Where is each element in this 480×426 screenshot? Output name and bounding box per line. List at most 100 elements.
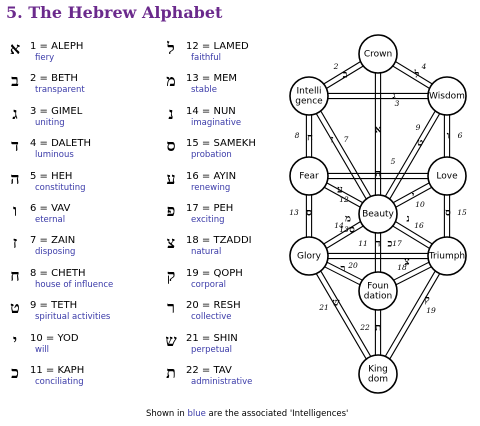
sephira-label: dation bbox=[364, 292, 392, 302]
letter-name: 5 = HEH bbox=[30, 170, 73, 182]
sephira-label: Glory bbox=[297, 252, 322, 262]
path-number: 17 bbox=[392, 239, 402, 248]
letter-intelligence: constituting bbox=[35, 182, 86, 193]
hebrew-letter-glyph: ק bbox=[166, 265, 176, 285]
hebrew-letter-glyph: ר bbox=[167, 298, 175, 318]
letter-name: 15 = SAMEKH bbox=[186, 138, 256, 150]
sephira-label: Foun bbox=[367, 282, 389, 292]
tree-path-line bbox=[306, 97, 377, 216]
path-hebrew-letter: ל bbox=[414, 69, 420, 81]
hebrew-letter-glyph: פ bbox=[166, 201, 176, 220]
hebrew-letter-glyph: ש bbox=[165, 330, 177, 350]
sephira-node-wisdom: Wisdom bbox=[427, 76, 467, 116]
path-number: 18 bbox=[397, 263, 407, 272]
path-number: 16 bbox=[414, 221, 424, 230]
path-hebrew-letter: ח bbox=[307, 133, 313, 144]
letter-intelligence: luminous bbox=[35, 150, 74, 161]
sephira-node-fear: Fear bbox=[289, 156, 329, 196]
path-hebrew-letter: מ bbox=[345, 214, 351, 225]
letter-name: 7 = ZAIN bbox=[30, 235, 76, 247]
footnote: Shown in blue are the associated 'Intell… bbox=[146, 409, 348, 419]
sephira-node-triumph: Triumph bbox=[427, 236, 467, 276]
path-number: 5 bbox=[391, 157, 396, 166]
letter-intelligence: transparent bbox=[35, 85, 85, 96]
path-number: 22 bbox=[359, 323, 370, 332]
sephira-node-glory: Glory bbox=[289, 236, 329, 276]
hebrew-letter-glyph: כ bbox=[11, 363, 19, 382]
hebrew-letter-glyph: ט bbox=[10, 298, 20, 318]
letter-name: 17 = PEH bbox=[186, 203, 234, 214]
sephira-circle bbox=[289, 156, 329, 196]
sephira-label: gence bbox=[295, 97, 323, 107]
path-number: 13 bbox=[289, 208, 299, 217]
path-number: 8 bbox=[295, 131, 300, 140]
letter-intelligence: administrative bbox=[191, 377, 253, 387]
letter-name: 11 = KAPH bbox=[30, 365, 85, 376]
path-hebrew-letter: ס bbox=[306, 208, 312, 219]
sephira-circle bbox=[427, 76, 467, 116]
sephira-label: King bbox=[368, 365, 388, 375]
letter-intelligence: corporal bbox=[191, 279, 227, 290]
sephira-circle bbox=[427, 236, 467, 276]
sephira-circle bbox=[358, 354, 398, 394]
hebrew-letter-glyph: ג bbox=[12, 103, 18, 123]
letter-intelligence: disposing bbox=[35, 247, 76, 258]
hebrew-letter-glyph: מ bbox=[166, 71, 176, 91]
letter-intelligence: uniting bbox=[35, 117, 65, 128]
letter-name: 14 = NUN bbox=[186, 105, 236, 117]
letter-intelligence: fiery bbox=[35, 53, 55, 63]
path-hebrew-letter: צ bbox=[404, 257, 409, 268]
sephira-label: Wisdom bbox=[429, 92, 465, 102]
footnote-after: are the associated 'Intelligences' bbox=[205, 409, 349, 419]
letter-intelligence: house of influence bbox=[35, 279, 114, 290]
path-hebrew-letter: נ bbox=[406, 214, 409, 225]
path-hebrew-letter: ו bbox=[447, 131, 450, 142]
sephira-label: Triumph bbox=[428, 252, 465, 262]
letter-intelligence: natural bbox=[191, 247, 222, 258]
letter-intelligence: spiritual activities bbox=[35, 312, 111, 323]
letter-intelligence: imaginative bbox=[191, 117, 242, 128]
hebrew-letter-glyph: ע bbox=[166, 168, 176, 188]
path-hebrew-letter: ע bbox=[337, 185, 343, 196]
hebrew-letter-glyph: צ bbox=[166, 233, 176, 253]
path-hebrew-letter: א bbox=[375, 125, 382, 136]
tree-path-line bbox=[310, 94, 381, 213]
sephira-node-love: Love bbox=[427, 156, 467, 196]
hebrew-letter-glyph: ח bbox=[10, 265, 20, 285]
sephira-label: Love bbox=[436, 172, 458, 182]
letter-name: 9 = TETH bbox=[30, 300, 78, 312]
letter-name: 4 = DALETH bbox=[30, 138, 91, 150]
path-number: 2 bbox=[333, 62, 339, 71]
hebrew-letter-glyph: י bbox=[12, 330, 18, 350]
path-hebrew-letter: ס bbox=[349, 225, 355, 236]
path-hebrew-letter: ר bbox=[341, 264, 346, 275]
letter-name: 22 = TAV bbox=[186, 365, 232, 376]
tree-path-line bbox=[310, 254, 381, 373]
path-hebrew-letter: ד bbox=[376, 239, 381, 250]
letter-name: 10 = YOD bbox=[30, 332, 79, 344]
letter-name: 2 = BETH bbox=[30, 73, 78, 85]
letter-name: 13 = MEM bbox=[186, 73, 238, 85]
letter-name: 1 = ALEPH bbox=[30, 41, 84, 52]
footnote-highlight: blue bbox=[187, 409, 206, 419]
letter-name: 19 = QOPH bbox=[186, 267, 243, 279]
hebrew-letter-glyph: ל bbox=[167, 39, 175, 58]
path-number: 3 bbox=[395, 99, 400, 108]
letter-intelligence: exciting bbox=[191, 215, 225, 225]
letter-intelligence: will bbox=[35, 344, 50, 355]
letter-name: 16 = AYIN bbox=[186, 170, 237, 182]
letter-name: 6 = VAV bbox=[30, 203, 71, 214]
